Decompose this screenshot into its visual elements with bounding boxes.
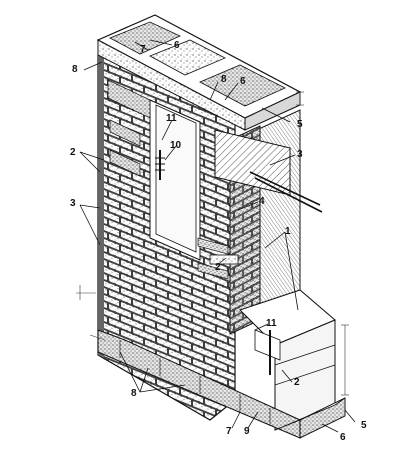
callout-8-top-mid: 8 — [221, 74, 227, 85]
callout-labels: 6 7 8 8 6 5 11 10 2 3 3 4 1 2 11 2 8 7 9… — [70, 40, 367, 443]
callout-5-top: 5 — [297, 119, 303, 130]
callout-2-mid: 2 — [215, 262, 221, 273]
callout-5-bottom: 5 — [361, 420, 367, 431]
top-coping — [96, 14, 302, 131]
callout-2-lower: 2 — [294, 377, 300, 388]
wall-anchor — [155, 150, 165, 180]
callout-1: 1 — [285, 226, 291, 237]
window-opening — [107, 79, 201, 261]
callout-3-left: 3 — [70, 198, 76, 209]
insulation-slab — [214, 129, 323, 213]
callout-6-bottom: 6 — [340, 432, 346, 443]
base-plinth — [97, 329, 346, 439]
leader-lines — [79, 39, 356, 433]
callout-3-right: 3 — [297, 149, 303, 160]
callout-4: 4 — [259, 196, 265, 207]
callout-11-top: 11 — [166, 113, 177, 124]
callout-2-upper: 2 — [70, 147, 76, 158]
callout-10: 10 — [170, 140, 182, 151]
callout-11-bottom: 11 — [266, 318, 277, 329]
callout-6-top: 6 — [174, 40, 180, 51]
dimension-lines — [76, 91, 349, 396]
callout-7-bottom: 7 — [226, 426, 232, 437]
callout-9: 9 — [244, 426, 250, 437]
callout-7-top: 7 — [140, 44, 146, 55]
callout-6-top-right: 6 — [240, 76, 246, 87]
callout-8-top-left: 8 — [72, 64, 78, 75]
foundation-block — [239, 289, 336, 431]
callout-8-bottom: 8 — [131, 388, 137, 399]
